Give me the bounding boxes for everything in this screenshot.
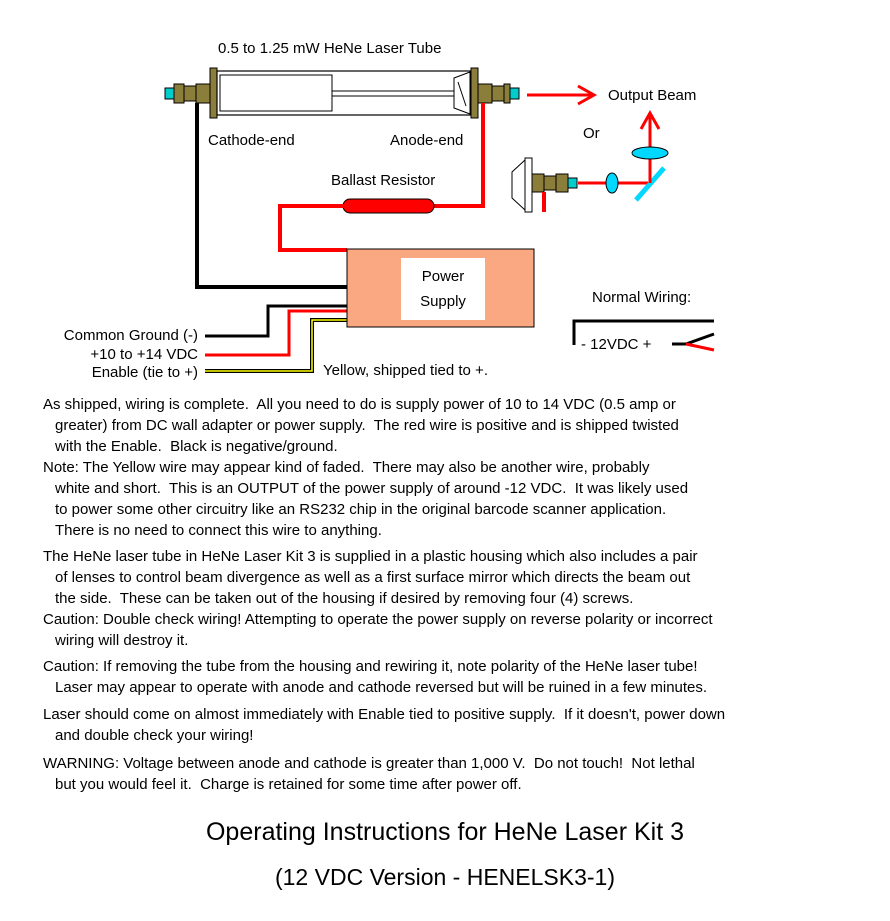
paragraph-caution-1: Caution: Double check wiring! Attempting… [43,611,713,649]
output-beam-label: Output Beam [608,87,696,104]
mirror [634,166,666,202]
ballast-label: Ballast Resistor [331,172,435,189]
psu-label-line2: Supply [420,293,466,310]
output-beam-arrow [527,84,598,106]
paragraph-as-shipped: As shipped, wiring is complete. All you … [43,396,679,455]
paragraph-warning: WARNING: Voltage between anode and catho… [43,755,695,793]
paragraph-note: Note: The Yellow wire may appear kind of… [43,459,689,539]
cathode-wire [195,103,347,289]
ground-wire [205,304,347,338]
lens-2 [631,146,669,160]
normal-wiring-label: Normal Wiring: [592,289,691,306]
ballast-resistor [342,198,435,214]
paragraph-housing: The HeNe laser tube in HeNe Laser Kit 3 … [43,548,698,607]
yellow-label: Yellow, shipped tied to +. [323,362,488,379]
ground-label: Common Ground (-) [64,327,198,344]
power-supply: Power Supply [346,248,535,328]
laser-tube [164,67,520,119]
housing-optics [511,109,669,213]
vdc-label: +10 to +14 VDC [90,346,198,363]
normal-wiring-vdc: - 12VDC + [581,336,652,353]
paragraph-laser-on: Laser should come on almost immediately … [43,706,726,744]
tube-label: 0.5 to 1.25 mW HeNe Laser Tube [218,40,441,57]
psu-label-line1: Power [422,268,465,285]
cathode-label: Cathode-end [208,132,295,149]
normal-wiring-inset: Normal Wiring: - 12VDC + [572,289,715,353]
lens-1 [605,172,619,194]
paragraph-caution-2: Caution: If removing the tube from the h… [43,658,708,696]
page-title: Operating Instructions for HeNe Laser Ki… [205,818,684,846]
anode-wire [432,103,485,208]
vdc-wire [205,309,347,357]
page-subtitle: (12 VDC Version - HENELSK3-1) [274,864,615,890]
enable-label: Enable (tie to +) [92,364,198,381]
anode-label: Anode-end [390,132,463,149]
or-label: Or [583,125,600,142]
